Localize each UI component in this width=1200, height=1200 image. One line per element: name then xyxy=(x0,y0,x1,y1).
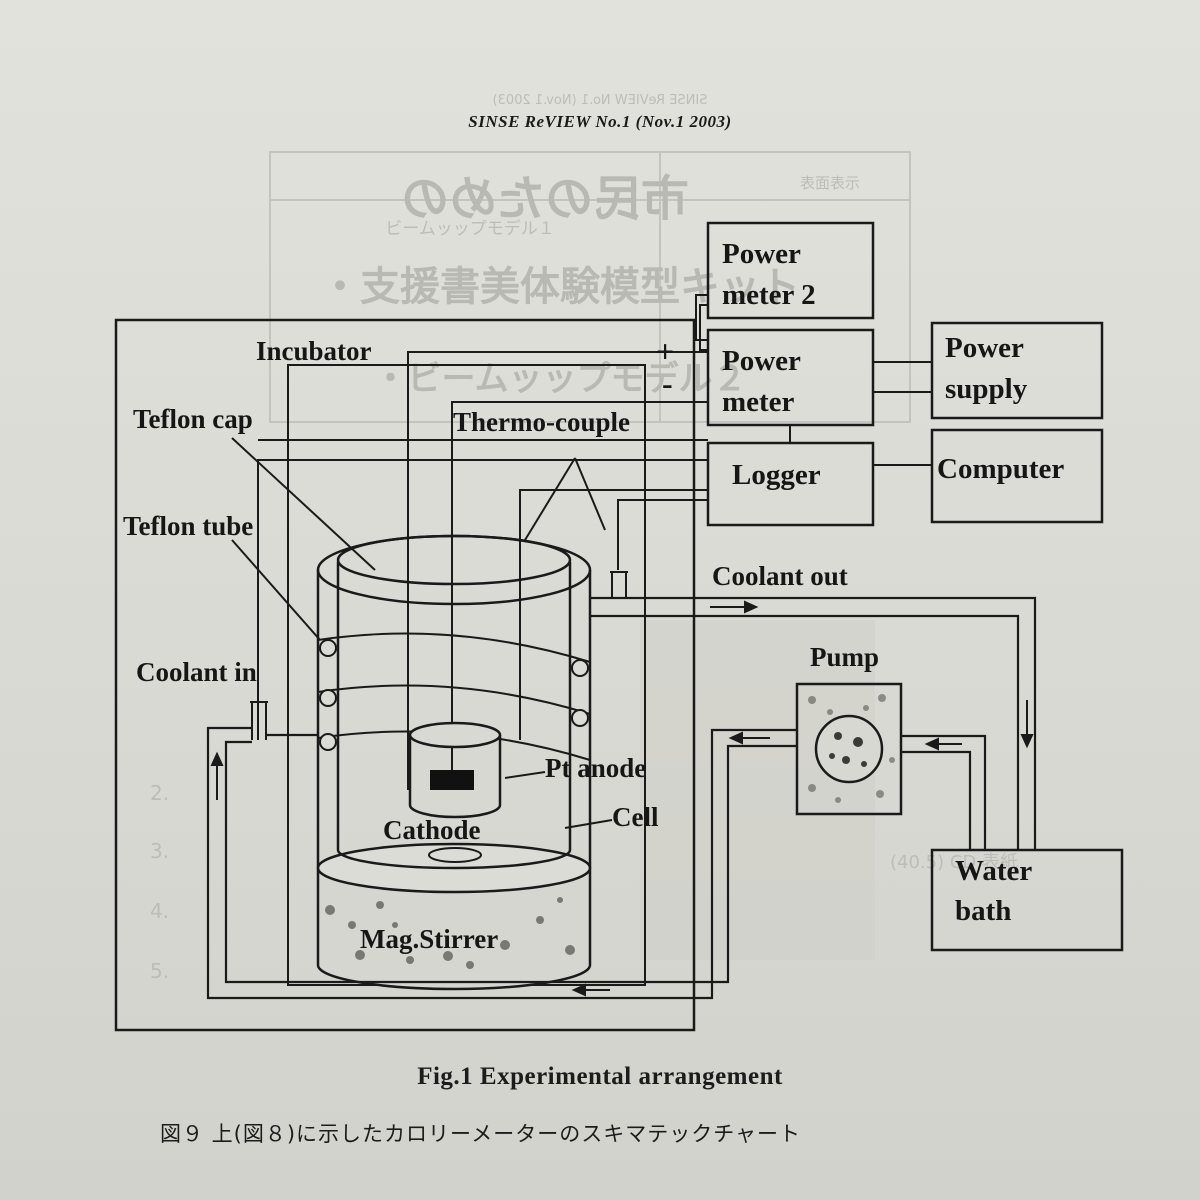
label-logger: Logger xyxy=(732,459,821,491)
label-incubator: Incubator xyxy=(256,336,372,366)
leader-teflon-cap xyxy=(231,437,376,571)
lead-minus xyxy=(451,401,708,770)
ghost-row-1: ビームッップモデル１ xyxy=(385,218,555,239)
label-power-meter-line2: meter xyxy=(722,386,795,418)
ghost-num-4: 4. xyxy=(150,899,169,923)
diagram-labels: Power meter 2 Power meter Power supply L… xyxy=(123,238,1064,954)
label-coolant-in: Coolant in xyxy=(136,657,257,687)
leader-lines xyxy=(231,437,613,829)
label-water-bath-line1: Water xyxy=(955,855,1032,887)
incubator-inner-frame xyxy=(287,364,646,986)
label-cell: Cell xyxy=(612,802,659,832)
ghost-table-frame xyxy=(269,151,911,423)
label-teflon-tube: Teflon tube xyxy=(123,511,253,541)
label-power-meter-2-line1: Power xyxy=(722,238,801,270)
stirrer-body xyxy=(316,868,592,991)
electrode-holder-top xyxy=(408,721,502,749)
label-teflon-cap: Teflon cap xyxy=(133,404,253,434)
label-power-supply-line2: supply xyxy=(945,373,1028,405)
incubator-box xyxy=(114,318,696,1032)
ghost-top-line: SINSE ReVIEW No.1 (Nov.1 2003) xyxy=(493,93,708,108)
flow-arrows xyxy=(210,600,1034,997)
power-meter-2-box xyxy=(706,221,875,320)
lead-plus xyxy=(407,351,708,790)
stirrer-speckle xyxy=(325,897,575,969)
journal-header: SINSE ReVIEW No.1 (Nov.1 2003) xyxy=(468,112,732,131)
pt-anode-plate xyxy=(430,770,474,790)
coolant-out-nozzle xyxy=(610,571,628,598)
label-mag-stirrer: Mag.Stirrer xyxy=(360,924,498,954)
figure-caption-en: Fig.1 Experimental arrangement xyxy=(417,1063,783,1090)
computer-box xyxy=(930,428,1104,524)
coolant-piping xyxy=(206,596,1037,1000)
ghost-num-2: 2. xyxy=(150,781,169,805)
ghost-footer-line: (40.5) CD 表紙 xyxy=(890,852,1018,873)
pump-rotor xyxy=(808,694,895,803)
coolant-in-nozzle xyxy=(250,701,268,740)
cell-bottom xyxy=(336,849,572,870)
water-bath-box xyxy=(930,848,1124,952)
label-pump: Pump xyxy=(810,642,879,672)
label-power-meter-2-line2: meter 2 xyxy=(722,279,816,311)
cell-assembly xyxy=(250,534,628,991)
label-thermo-couple: Thermo-couple xyxy=(453,407,630,437)
wire-pm2-pm-b xyxy=(695,294,708,341)
label-computer: Computer xyxy=(937,453,1064,485)
label-coolant-out: Coolant out xyxy=(712,561,848,591)
label-minus: - xyxy=(662,365,673,401)
pump-box xyxy=(795,682,903,816)
leader-thermocouple-1 xyxy=(524,457,576,541)
coil-crosssections xyxy=(319,639,589,751)
ghost-row-2: ・支援書美体験模型キット xyxy=(320,264,800,310)
thermocouple-lead-3 xyxy=(617,499,708,570)
ghost-num-5: 5. xyxy=(150,959,169,983)
figure-caption-jp: 図９ 上(図８)に示したカロリーメーターのスキマテックチャート xyxy=(160,1122,802,1146)
leader-thermocouple-2 xyxy=(574,457,606,531)
wire-pm2-pm xyxy=(699,304,708,351)
power-supply-box xyxy=(930,321,1104,420)
teflon-cap-inner xyxy=(336,534,572,586)
leader-teflon-tube xyxy=(231,539,321,641)
ghost-right-small: 表面表示 xyxy=(800,174,860,192)
ghost-photo xyxy=(640,620,875,960)
bleed-through: SINSE ReVIEW No.1 (Nov.1 2003) 市民のための 表面… xyxy=(150,93,1018,983)
label-plus: + xyxy=(656,333,674,369)
stir-bar xyxy=(428,847,482,863)
ghost-num-3: 3. xyxy=(150,839,169,863)
label-pt-anode: Pt anode xyxy=(545,753,646,783)
label-cathode: Cathode xyxy=(383,815,481,845)
ghost-title: 市民のための xyxy=(401,171,689,227)
electrode-holder xyxy=(408,735,502,819)
label-power-meter-line1: Power xyxy=(722,345,801,377)
label-power-supply-line1: Power xyxy=(945,332,1024,364)
label-water-bath-line2: bath xyxy=(955,895,1011,927)
thermocouple-lead-1 xyxy=(257,459,708,740)
leader-pt-anode xyxy=(504,771,546,779)
leader-cell xyxy=(564,819,613,829)
